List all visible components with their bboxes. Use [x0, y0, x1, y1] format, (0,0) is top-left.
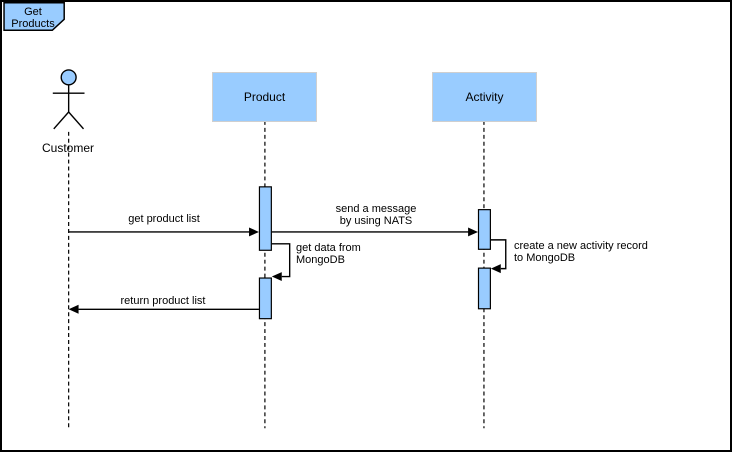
message-label-get-data-mongodb: get data from MongoDB	[296, 242, 361, 266]
activation-activity-1	[477, 209, 491, 250]
message-line-create-activity-record	[490, 239, 507, 270]
lifeline-head-activity: Activity	[432, 72, 537, 122]
message-label-create-activity-record: create a new activity record to MongoDB	[514, 240, 648, 264]
diagram-title: Get Products	[11, 6, 55, 30]
lifeline-head-product: Product	[212, 72, 317, 122]
message-label-return-product-list: return product list	[120, 295, 206, 307]
actor-label: Customer	[41, 141, 94, 155]
message-arrow-create-activity-record	[490, 264, 501, 274]
actor-head-icon	[60, 69, 77, 86]
activation-product-2	[258, 277, 272, 320]
message-arrow-get-product-list	[249, 227, 259, 237]
message-arrow-send-nats	[468, 227, 478, 237]
activation-activity-2	[477, 267, 491, 310]
actor-customer-figure	[52, 69, 85, 130]
actor-leg-right	[68, 111, 85, 130]
message-line-get-data-mongodb	[271, 243, 291, 278]
message-label-get-product-list: get product list	[128, 213, 200, 225]
activation-product-1	[258, 186, 272, 251]
message-label-send-nats: send a message by using NATS	[335, 203, 417, 227]
title-pentagon	[3, 2, 65, 31]
actor-leg-left	[53, 111, 70, 130]
message-arrow-get-data-mongodb	[271, 272, 282, 282]
participant-label-activity: Activity	[465, 90, 504, 104]
message-arrow-return-product-list	[68, 304, 79, 314]
participant-label-product: Product	[243, 90, 286, 104]
